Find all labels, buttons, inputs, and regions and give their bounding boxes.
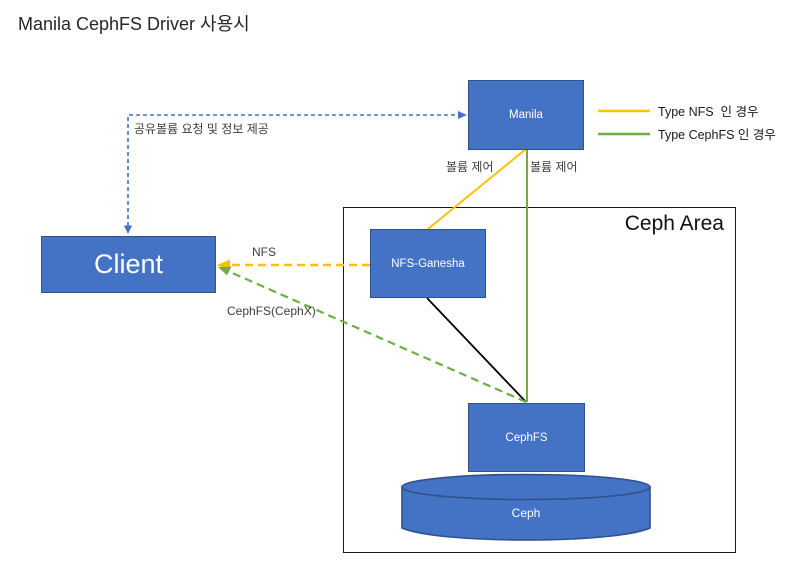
node-nfs-ganesha-label: NFS-Ganesha: [391, 257, 465, 270]
node-client-label: Client: [93, 249, 164, 279]
node-cephfs-label: CephFS: [505, 431, 548, 444]
legend: Type NFS 인 경우 Type CephFS 인 경우: [598, 99, 776, 145]
node-client: Client: [41, 236, 216, 293]
arrowhead-into-manila: [458, 111, 467, 119]
edge-share-request: [124, 111, 467, 234]
page-title: Manila CephFS Driver 사용시: [18, 14, 250, 34]
node-manila-label: Manila: [509, 109, 543, 121]
legend-item-nfs: Type NFS 인 경우: [598, 99, 776, 122]
arrowhead-cephx-into-client: [218, 266, 232, 276]
legend-item-cephfs: Type CephFS 인 경우: [598, 122, 776, 145]
ceph-area-label: Ceph Area: [624, 212, 724, 235]
edge-label-share-request: 공유볼륨 요청 및 정보 제공: [134, 122, 269, 136]
edge-ganesha-to-cephfs: [426, 297, 527, 403]
legend-item-cephfs-label: Type CephFS 인 경우: [658, 128, 776, 142]
cephfs-line-swatch-icon: [598, 132, 650, 135]
legend-item-nfs-label: Type NFS 인 경우: [658, 105, 759, 119]
arrowhead-into-client-top: [124, 225, 132, 234]
ceph-cylinder: [401, 473, 651, 541]
edge-label-cephx: CephFS(CephX): [227, 304, 316, 318]
edge-label-nfs: NFS: [252, 245, 276, 259]
edge-nfs-mount: [217, 259, 370, 271]
edge-cephx-mount: [218, 266, 527, 404]
nfs-line-swatch-icon: [598, 109, 650, 112]
node-cephfs: CephFS: [468, 403, 585, 472]
edge-volume-control-nfs: [427, 148, 527, 230]
node-ceph-label: Ceph: [511, 506, 541, 520]
node-nfs-ganesha: NFS-Ganesha: [370, 229, 486, 298]
edge-label-volume-control-cephfs: 볼륨 제어: [530, 160, 578, 174]
edge-label-volume-control-nfs: 볼륨 제어: [446, 160, 494, 174]
node-manila: Manila: [468, 80, 584, 150]
